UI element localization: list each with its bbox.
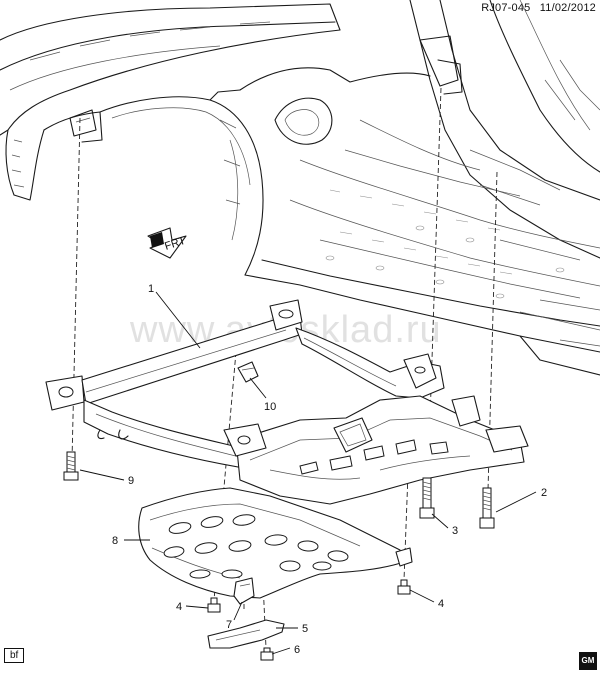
- bolt-4-right: [397, 579, 411, 595]
- front-direction-arrow: FRT: [147, 227, 187, 259]
- callout-labels: 1 2 3 4 4 5 6 7 8 9 10: [112, 283, 547, 656]
- splash-shield: [138, 487, 413, 599]
- callout-8: 8: [112, 535, 118, 547]
- bolt-9: [63, 451, 79, 481]
- shield-bracket: [233, 577, 255, 605]
- bolt-4-left: [207, 597, 221, 613]
- callout-10: 10: [264, 401, 276, 413]
- callout-4-left: 4: [176, 601, 182, 613]
- bf-badge: bf: [4, 648, 25, 663]
- bolt-3: [419, 477, 435, 519]
- bolt-6: [260, 647, 274, 661]
- shield-plate: [207, 619, 285, 649]
- gm-logo: GM: [579, 652, 597, 670]
- callout-3: 3: [452, 525, 458, 537]
- callout-4-right: 4: [438, 598, 444, 610]
- callout-9: 9: [128, 475, 134, 487]
- callout-5: 5: [302, 623, 308, 635]
- engine-cradle: [45, 299, 529, 505]
- leader-lines: [79, 291, 537, 655]
- callout-6: 6: [294, 644, 300, 656]
- callout-7: 7: [226, 619, 232, 631]
- bolt-2: [479, 487, 495, 529]
- callout-2: 2: [541, 487, 547, 499]
- vehicle-body-underside: [0, 0, 600, 376]
- diagram-date: 11/02/2012: [539, 2, 596, 14]
- callout-1: 1: [148, 283, 154, 295]
